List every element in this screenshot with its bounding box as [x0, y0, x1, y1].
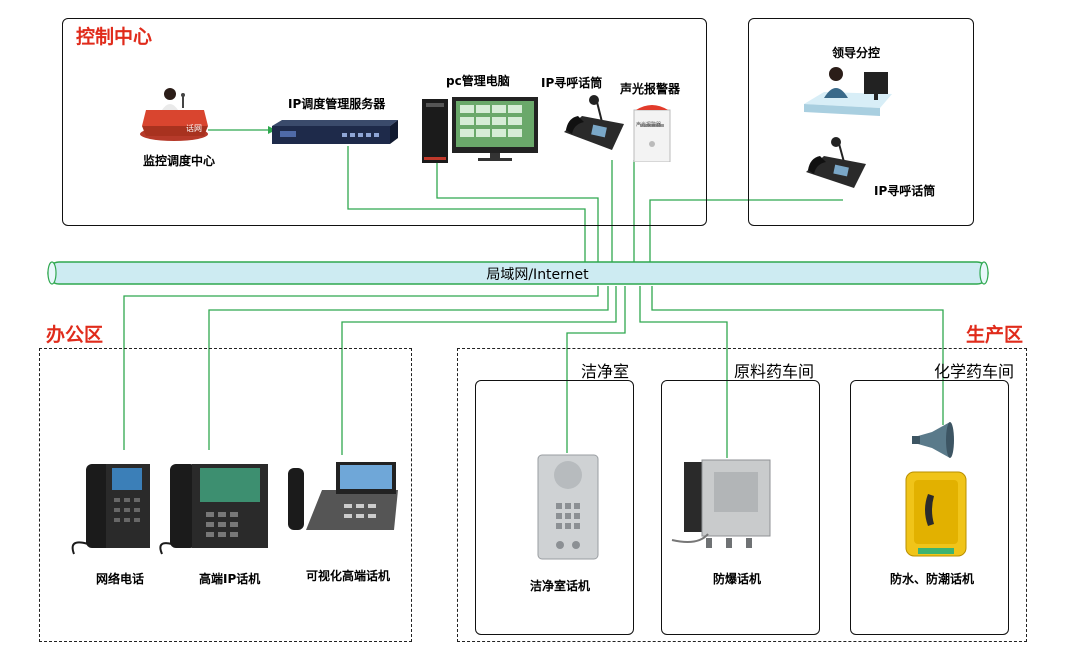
wire-explosion	[639, 286, 728, 458]
explosion-phone-label: 防爆话机	[713, 572, 762, 586]
video-phone-icon	[288, 462, 398, 530]
wire-pc	[436, 160, 599, 262]
wire-waterproof	[651, 286, 944, 425]
ip-server-label: IP调度管理服务器	[288, 97, 386, 111]
room-chem-title: 化学药车间	[934, 362, 1015, 381]
wire-office-3	[341, 286, 617, 455]
production-zone-box	[457, 348, 1027, 642]
wire-office-2	[208, 286, 609, 450]
leader-phone-label: IP寻呼话筒	[874, 184, 936, 198]
wire-leader	[649, 199, 843, 262]
ip-desk-phone-icon	[159, 464, 268, 555]
room-raw-title: 原料药车间	[734, 362, 815, 381]
chemical-room-box	[850, 380, 1009, 635]
server-rack-icon	[272, 120, 398, 144]
leader-title: 领导分控	[832, 46, 881, 60]
wire-server	[347, 146, 586, 262]
control-center-title: 控制中心	[76, 26, 153, 48]
leader-box	[748, 18, 974, 226]
raw-material-box	[661, 380, 820, 635]
waterproof-phone-label: 防水、防潮话机	[890, 572, 975, 586]
cleanroom-phone-icon	[537, 454, 599, 560]
office-title: 办公区	[46, 324, 104, 346]
alarm-icon	[633, 105, 671, 162]
ip-phone-label: IP寻呼话筒	[541, 76, 603, 90]
office-phone-label-3: 可视化高端话机	[306, 569, 391, 583]
clean-phone-label: 洁净室话机	[530, 579, 591, 593]
alarm-panel-text: 声光报警器	[636, 122, 662, 128]
office-zone-box	[39, 348, 412, 642]
leader-paging-phone-icon	[806, 137, 866, 188]
office-phone-label-2: 高端IP话机	[199, 572, 261, 586]
wire-clean	[566, 286, 626, 453]
clean-room-box	[475, 380, 634, 635]
wire-office-1	[123, 286, 599, 450]
control-center-box	[62, 18, 707, 226]
paging-phone-icon	[564, 95, 624, 150]
waterproof-phone-icon	[905, 471, 967, 557]
explosion-proof-phone-icon	[671, 459, 771, 548]
pc-icon	[422, 97, 538, 163]
pc-label: pc管理电脑	[446, 74, 510, 88]
production-title: 生产区	[966, 324, 1024, 346]
horn-speaker-icon	[912, 422, 954, 458]
room-clean-title: 洁净室	[581, 362, 630, 381]
network-label: 局域网/Internet	[486, 267, 589, 283]
network-phone-icon	[71, 464, 150, 555]
operator-desk-icon	[140, 88, 208, 141]
alarm-label: 声光报警器	[620, 82, 681, 96]
office-phone-label-1: 网络电话	[96, 572, 145, 586]
leader-desk-icon	[804, 67, 892, 116]
seat-sign: 话网	[186, 124, 202, 133]
monitor-center-label: 监控调度中心	[143, 154, 216, 168]
